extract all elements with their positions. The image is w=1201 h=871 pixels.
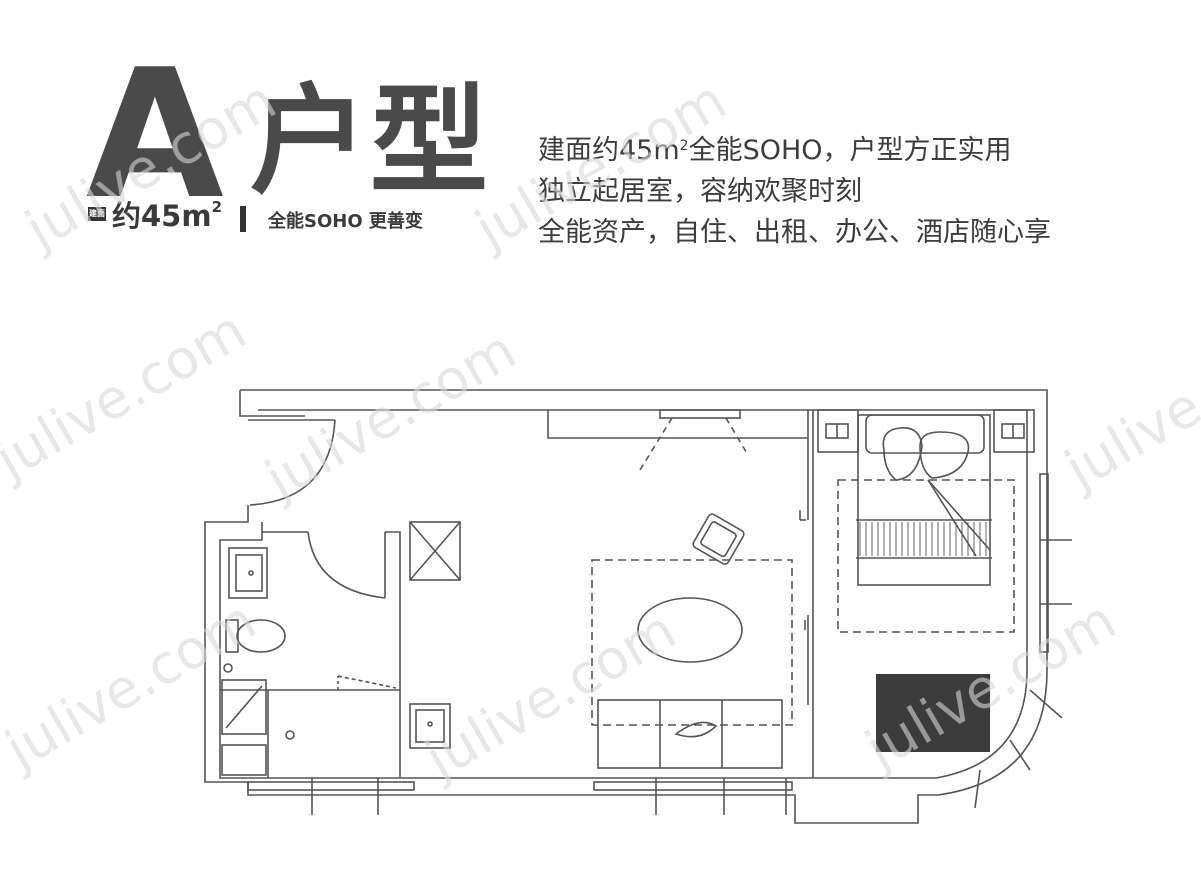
bed <box>856 414 992 586</box>
area-value: 约45m <box>112 199 212 233</box>
description-line-1: 建面约45m2全能SOHO，户型方正实用 <box>538 130 1051 171</box>
description-line-2: 独立起居室，容纳欢聚时刻 <box>538 176 862 207</box>
svg-text:julive.com: julive.com <box>254 318 526 512</box>
toilet <box>225 619 286 653</box>
svg-text:julive.com: julive.com <box>464 68 736 262</box>
title-letter: A <box>86 31 224 238</box>
nightstand-left <box>817 409 859 453</box>
area-badge: 建面 <box>88 207 106 221</box>
area-text: 约45m2 <box>112 199 222 233</box>
svg-text:julive.com: julive.com <box>1054 308 1201 502</box>
title-type: 户型 <box>250 72 491 210</box>
svg-text:julive.com: julive.com <box>14 68 286 262</box>
bathroom-door <box>307 531 386 599</box>
armchair <box>692 513 745 565</box>
bedroom-carpet <box>876 674 990 752</box>
area-badge-text: 建面 <box>89 209 105 218</box>
bathroom-walls <box>220 531 401 778</box>
area-slogan: 全能SOHO 更善变 <box>268 211 423 232</box>
bath-cabinet <box>221 744 267 776</box>
tv-cabinet <box>547 409 809 471</box>
description-line-3: 全能资产，自住、出租、办公、酒店随心享 <box>538 217 1051 248</box>
shower-area <box>221 663 397 740</box>
description: 建面约45m2全能SOHO，户型方正实用 独立起居室，容纳欢聚时刻 全能资产，自… <box>538 130 1051 253</box>
svg-text:julive.com: julive.com <box>0 588 266 782</box>
watermark: julive.com julive.com julive.com julive.… <box>0 68 1201 792</box>
entrance-door <box>248 419 336 506</box>
description-line-1a: 建面约45m <box>538 135 680 166</box>
svg-text:julive.com: julive.com <box>0 298 256 492</box>
sofa <box>597 699 783 769</box>
washbasin <box>228 547 268 599</box>
windows <box>247 473 1072 815</box>
area-divider <box>240 206 246 232</box>
storage-cabinet <box>409 521 461 581</box>
description-line-1-sup: 2 <box>679 138 689 154</box>
kitchen-sink <box>409 703 451 749</box>
area-unit-sup: 2 <box>211 198 223 216</box>
nightstand-right <box>993 409 1035 453</box>
bedroom-rug <box>837 479 1015 633</box>
svg-text:julive.com: julive.com <box>414 598 686 792</box>
coffee-table <box>637 597 743 663</box>
sliding-partition <box>799 410 814 778</box>
description-line-1b: 全能SOHO，户型方正实用 <box>688 135 1012 166</box>
